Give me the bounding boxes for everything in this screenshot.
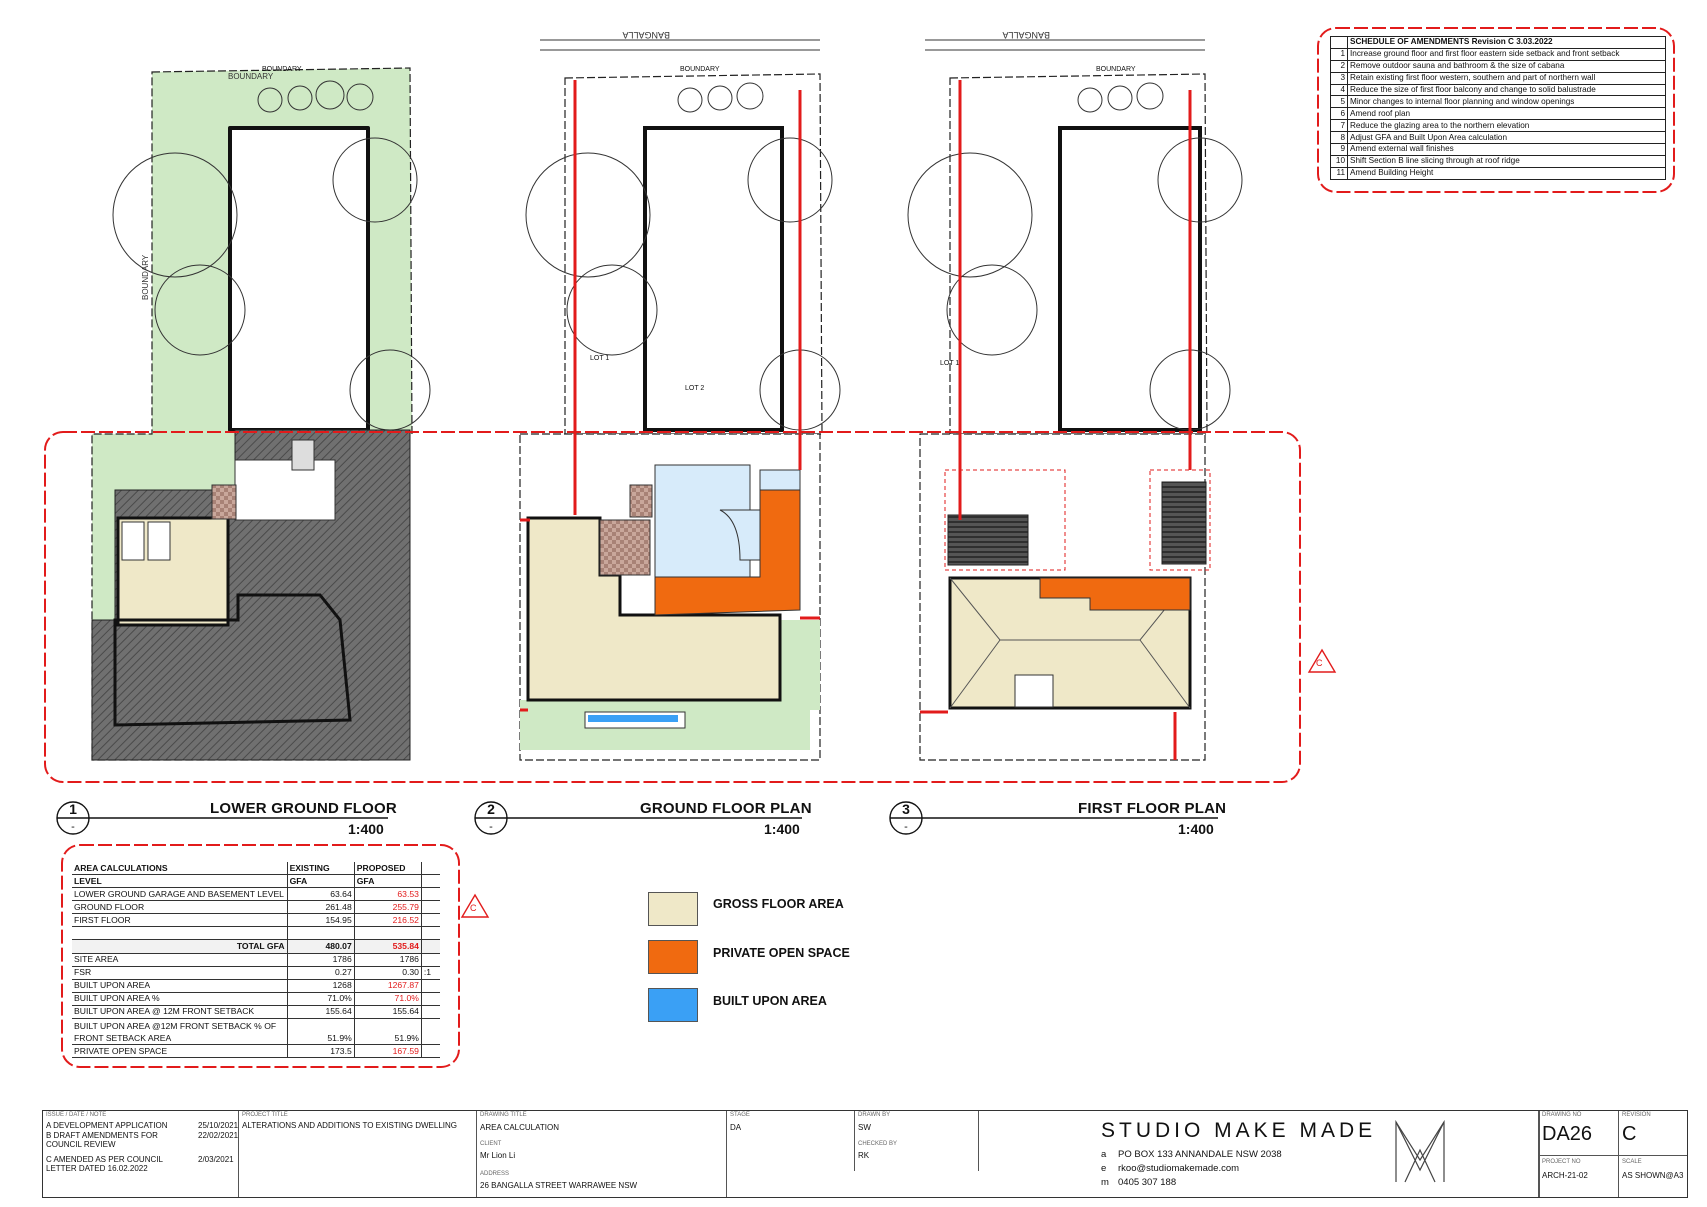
address: 26 BANGALLA STREET WARRAWEE NSW bbox=[480, 1181, 638, 1190]
revision: C bbox=[1622, 1123, 1637, 1145]
plan-2-number: 2 bbox=[487, 801, 495, 817]
drawing-title: AREA CALCULATION bbox=[480, 1123, 559, 1132]
plan-2-sub: - bbox=[489, 821, 493, 833]
plan-3-sub: - bbox=[904, 821, 908, 833]
plan-1-scale: 1:400 bbox=[348, 821, 384, 837]
contact-email: rkoo@studiomakemade.com bbox=[1118, 1163, 1240, 1174]
plan-1-sub: - bbox=[71, 821, 75, 833]
checked-by: RK bbox=[858, 1151, 870, 1160]
svg-text:BOUNDARY: BOUNDARY bbox=[141, 254, 150, 300]
project-number: ARCH-21-02 bbox=[1542, 1171, 1588, 1180]
boundary-label-2: BOUNDARY bbox=[680, 66, 720, 73]
lot-1-label-3: LOT 1 bbox=[940, 360, 960, 367]
drawing-number: DA26 bbox=[1542, 1123, 1593, 1145]
revision-clouds bbox=[44, 27, 1675, 1068]
issue-c: C AMENDED AS PER COUNCIL LETTER DATED 16… bbox=[46, 1155, 163, 1173]
contact-mobile: 0405 307 188 bbox=[1118, 1177, 1177, 1188]
legend-swatch-gfa bbox=[648, 892, 698, 926]
client: Mr Lion Li bbox=[480, 1151, 516, 1160]
contact-address: PO BOX 133 ANNANDALE NSW 2038 bbox=[1118, 1149, 1282, 1160]
legend-label-gfa: GROSS FLOOR AREA bbox=[713, 897, 844, 911]
plan-3-scale: 1:400 bbox=[1178, 821, 1214, 837]
boundary-label-3: BOUNDARY bbox=[1096, 66, 1136, 73]
legend-swatch-bua bbox=[648, 988, 698, 1022]
legend-label-bua: BUILT UPON AREA bbox=[713, 994, 827, 1008]
lot-1-label: LOT 1 bbox=[590, 355, 610, 362]
revision-tag-area: C bbox=[470, 903, 477, 913]
plan-2-title: GROUND FLOOR PLAN bbox=[640, 800, 812, 817]
studio-logo bbox=[1395, 1119, 1445, 1183]
project-title: ALTERATIONS AND ADDITIONS TO EXISTING DW… bbox=[242, 1121, 458, 1130]
plan-3-title: FIRST FLOOR PLAN bbox=[1078, 800, 1227, 817]
plan-3-number: 3 bbox=[902, 801, 910, 817]
plan-2-scale: 1:400 bbox=[764, 821, 800, 837]
stage: DA bbox=[730, 1123, 742, 1132]
revision-tag-plans: C bbox=[1316, 658, 1323, 668]
amendments-title: SCHEDULE OF AMENDMENTS Revision C 3.03.2… bbox=[1347, 36, 1666, 49]
studio-name: STUDIO MAKE MADE bbox=[1101, 1119, 1377, 1142]
title-block: ISSUE / DATE / NOTE A DEVELOPMENT APPLIC… bbox=[42, 1110, 1688, 1198]
issue-b: B DRAFT AMENDMENTS FOR COUNCIL REVIEW bbox=[46, 1131, 158, 1149]
svg-text:BANGALLA: BANGALLA bbox=[1002, 30, 1050, 40]
legend-label-pos: PRIVATE OPEN SPACE bbox=[713, 946, 850, 960]
plan-1-lower-ground: BOUNDARY BOUNDARY bbox=[91, 67, 431, 761]
plan-2-ground-floor: BANGALLA bbox=[519, 30, 841, 761]
plan-3-first-floor: BANGALLA bbox=[907, 30, 1243, 761]
lot-2-label: LOT 2 bbox=[685, 385, 705, 392]
plan-1-title: LOWER GROUND FLOOR bbox=[210, 800, 397, 817]
scale: AS SHOWN@A3 bbox=[1622, 1171, 1684, 1180]
boundary-label: BOUNDARY bbox=[262, 66, 302, 73]
drawn-by: SW bbox=[858, 1123, 871, 1132]
issue-a: A DEVELOPMENT APPLICATION bbox=[46, 1121, 168, 1130]
svg-text:BANGALLA: BANGALLA bbox=[622, 30, 670, 40]
schedule-of-amendments: SCHEDULE OF AMENDMENTS Revision C 3.03.2… bbox=[1330, 36, 1666, 180]
table-row: BUILT UPON AREA %71.0%71.0% bbox=[72, 992, 440, 1006]
plan-1-number: 1 bbox=[69, 801, 77, 817]
svg-text:BOUNDARY: BOUNDARY bbox=[228, 72, 274, 81]
legend-swatch-pos bbox=[648, 940, 698, 974]
